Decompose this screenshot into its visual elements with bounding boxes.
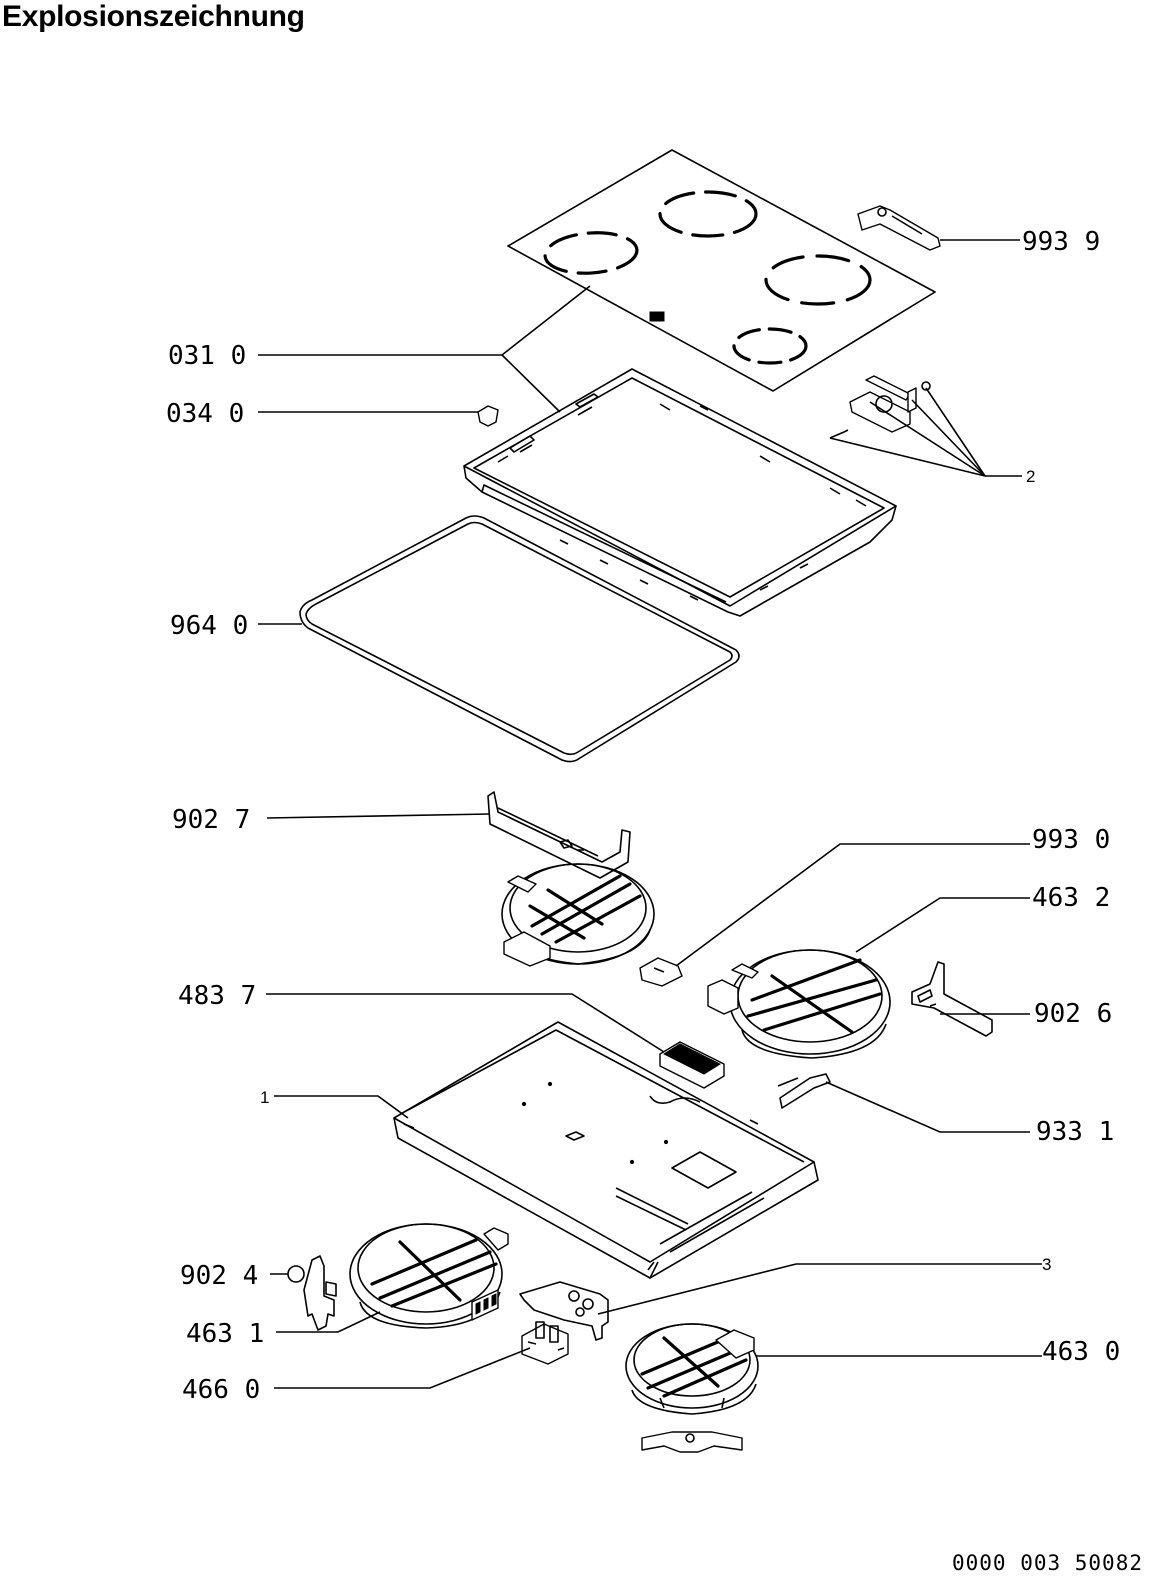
label-4837: 483 7	[178, 981, 256, 1011]
label-4631: 463 1	[186, 1319, 264, 1349]
heater-mounting-bracket	[641, 1431, 743, 1453]
part-9024-bracket	[287, 1255, 337, 1331]
part-9939-bracket	[857, 205, 941, 251]
leader-lines	[258, 239, 1042, 1389]
radiant-heater-right	[707, 949, 891, 1059]
label-4660: 466 0	[182, 1375, 260, 1405]
document-number: 0000 003 50082	[951, 1551, 1143, 1575]
part-3-plate	[519, 1281, 609, 1341]
label-9331: 933 1	[1036, 1117, 1114, 1147]
part-4660-limiter	[521, 1321, 569, 1365]
label-0310: 031 0	[168, 341, 246, 371]
part-9026-bracket	[911, 961, 993, 1037]
bottom-tray	[393, 1021, 819, 1279]
part-9027-bracket	[487, 791, 631, 879]
label-9024: 902 4	[180, 1261, 258, 1291]
part-2-fixing-kit	[829, 375, 931, 439]
label-9027: 902 7	[172, 805, 250, 835]
label-9640: 964 0	[170, 611, 248, 641]
label-9939: 993 9	[1022, 227, 1100, 257]
cooktop-frame	[463, 368, 897, 617]
label-9930: 993 0	[1032, 825, 1110, 855]
part-9930-clip	[639, 957, 683, 987]
label-3: 3	[1042, 1255, 1051, 1274]
label-1: 1	[260, 1088, 269, 1107]
label-2: 2	[1026, 467, 1035, 486]
part-labels: 993 9 031 0 034 0 2 964 0 902 7 993 0 46…	[166, 227, 1120, 1405]
radiant-heater-lower-left	[349, 1223, 509, 1329]
glass-ceramic-top	[507, 149, 936, 392]
radiant-heater-lower-right	[625, 1323, 759, 1415]
label-9026: 902 6	[1034, 999, 1112, 1029]
label-4632: 463 2	[1032, 883, 1110, 913]
label-4630: 463 0	[1042, 1337, 1120, 1367]
page-title: Explosionszeichnung	[2, 0, 305, 33]
gasket	[299, 515, 740, 763]
radiant-heater-upper-left	[501, 863, 655, 967]
label-0340: 034 0	[166, 399, 244, 429]
part-4837-terminal-block	[659, 1041, 725, 1089]
part-9331-bracket	[777, 1073, 831, 1109]
